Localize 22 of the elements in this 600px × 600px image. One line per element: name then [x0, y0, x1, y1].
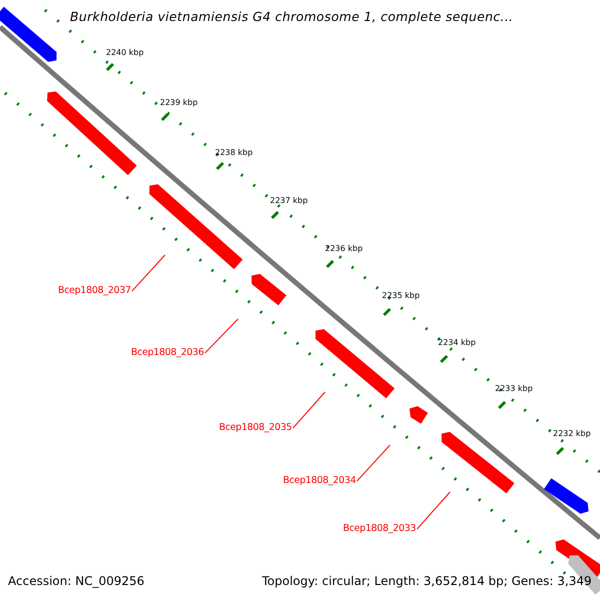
- scale-label: 2236 kbp: [325, 244, 363, 253]
- gene-label: Bcep1808_2035: [219, 422, 292, 433]
- scale-label: 2232 kbp: [553, 429, 591, 438]
- gene-label: Bcep1808_2036: [131, 347, 204, 358]
- gene-label: Bcep1808_2034: [283, 475, 356, 486]
- scale-label: 2235 kbp: [382, 291, 420, 300]
- scale-label: 2234 kbp: [438, 338, 476, 347]
- scale-label: 2233 kbp: [495, 384, 533, 393]
- gene-label: Bcep1808_2037: [58, 285, 131, 296]
- leader-line: [292, 392, 326, 429]
- leader-line: [132, 254, 166, 292]
- scale-label: 2237 kbp: [270, 196, 308, 205]
- footer-text: Accession: NC_009256: [8, 574, 144, 588]
- footer-text: Topology: circular; Length: 3,652,814 bp; Genes: 3,349: [262, 574, 592, 588]
- map-title: Burkholderia vietnamiensis G4 chromosome 1, complete sequenc...: [70, 9, 514, 24]
- gene-label: Bcep1808_2033: [343, 523, 416, 534]
- scale-label: 2238 kbp: [215, 148, 253, 157]
- scale-label: 2239 kbp: [160, 98, 198, 107]
- leader-line: [356, 444, 390, 482]
- leader-line: [204, 318, 238, 354]
- leader-line: [416, 492, 450, 530]
- scale-label: 2240 kbp: [106, 48, 144, 57]
